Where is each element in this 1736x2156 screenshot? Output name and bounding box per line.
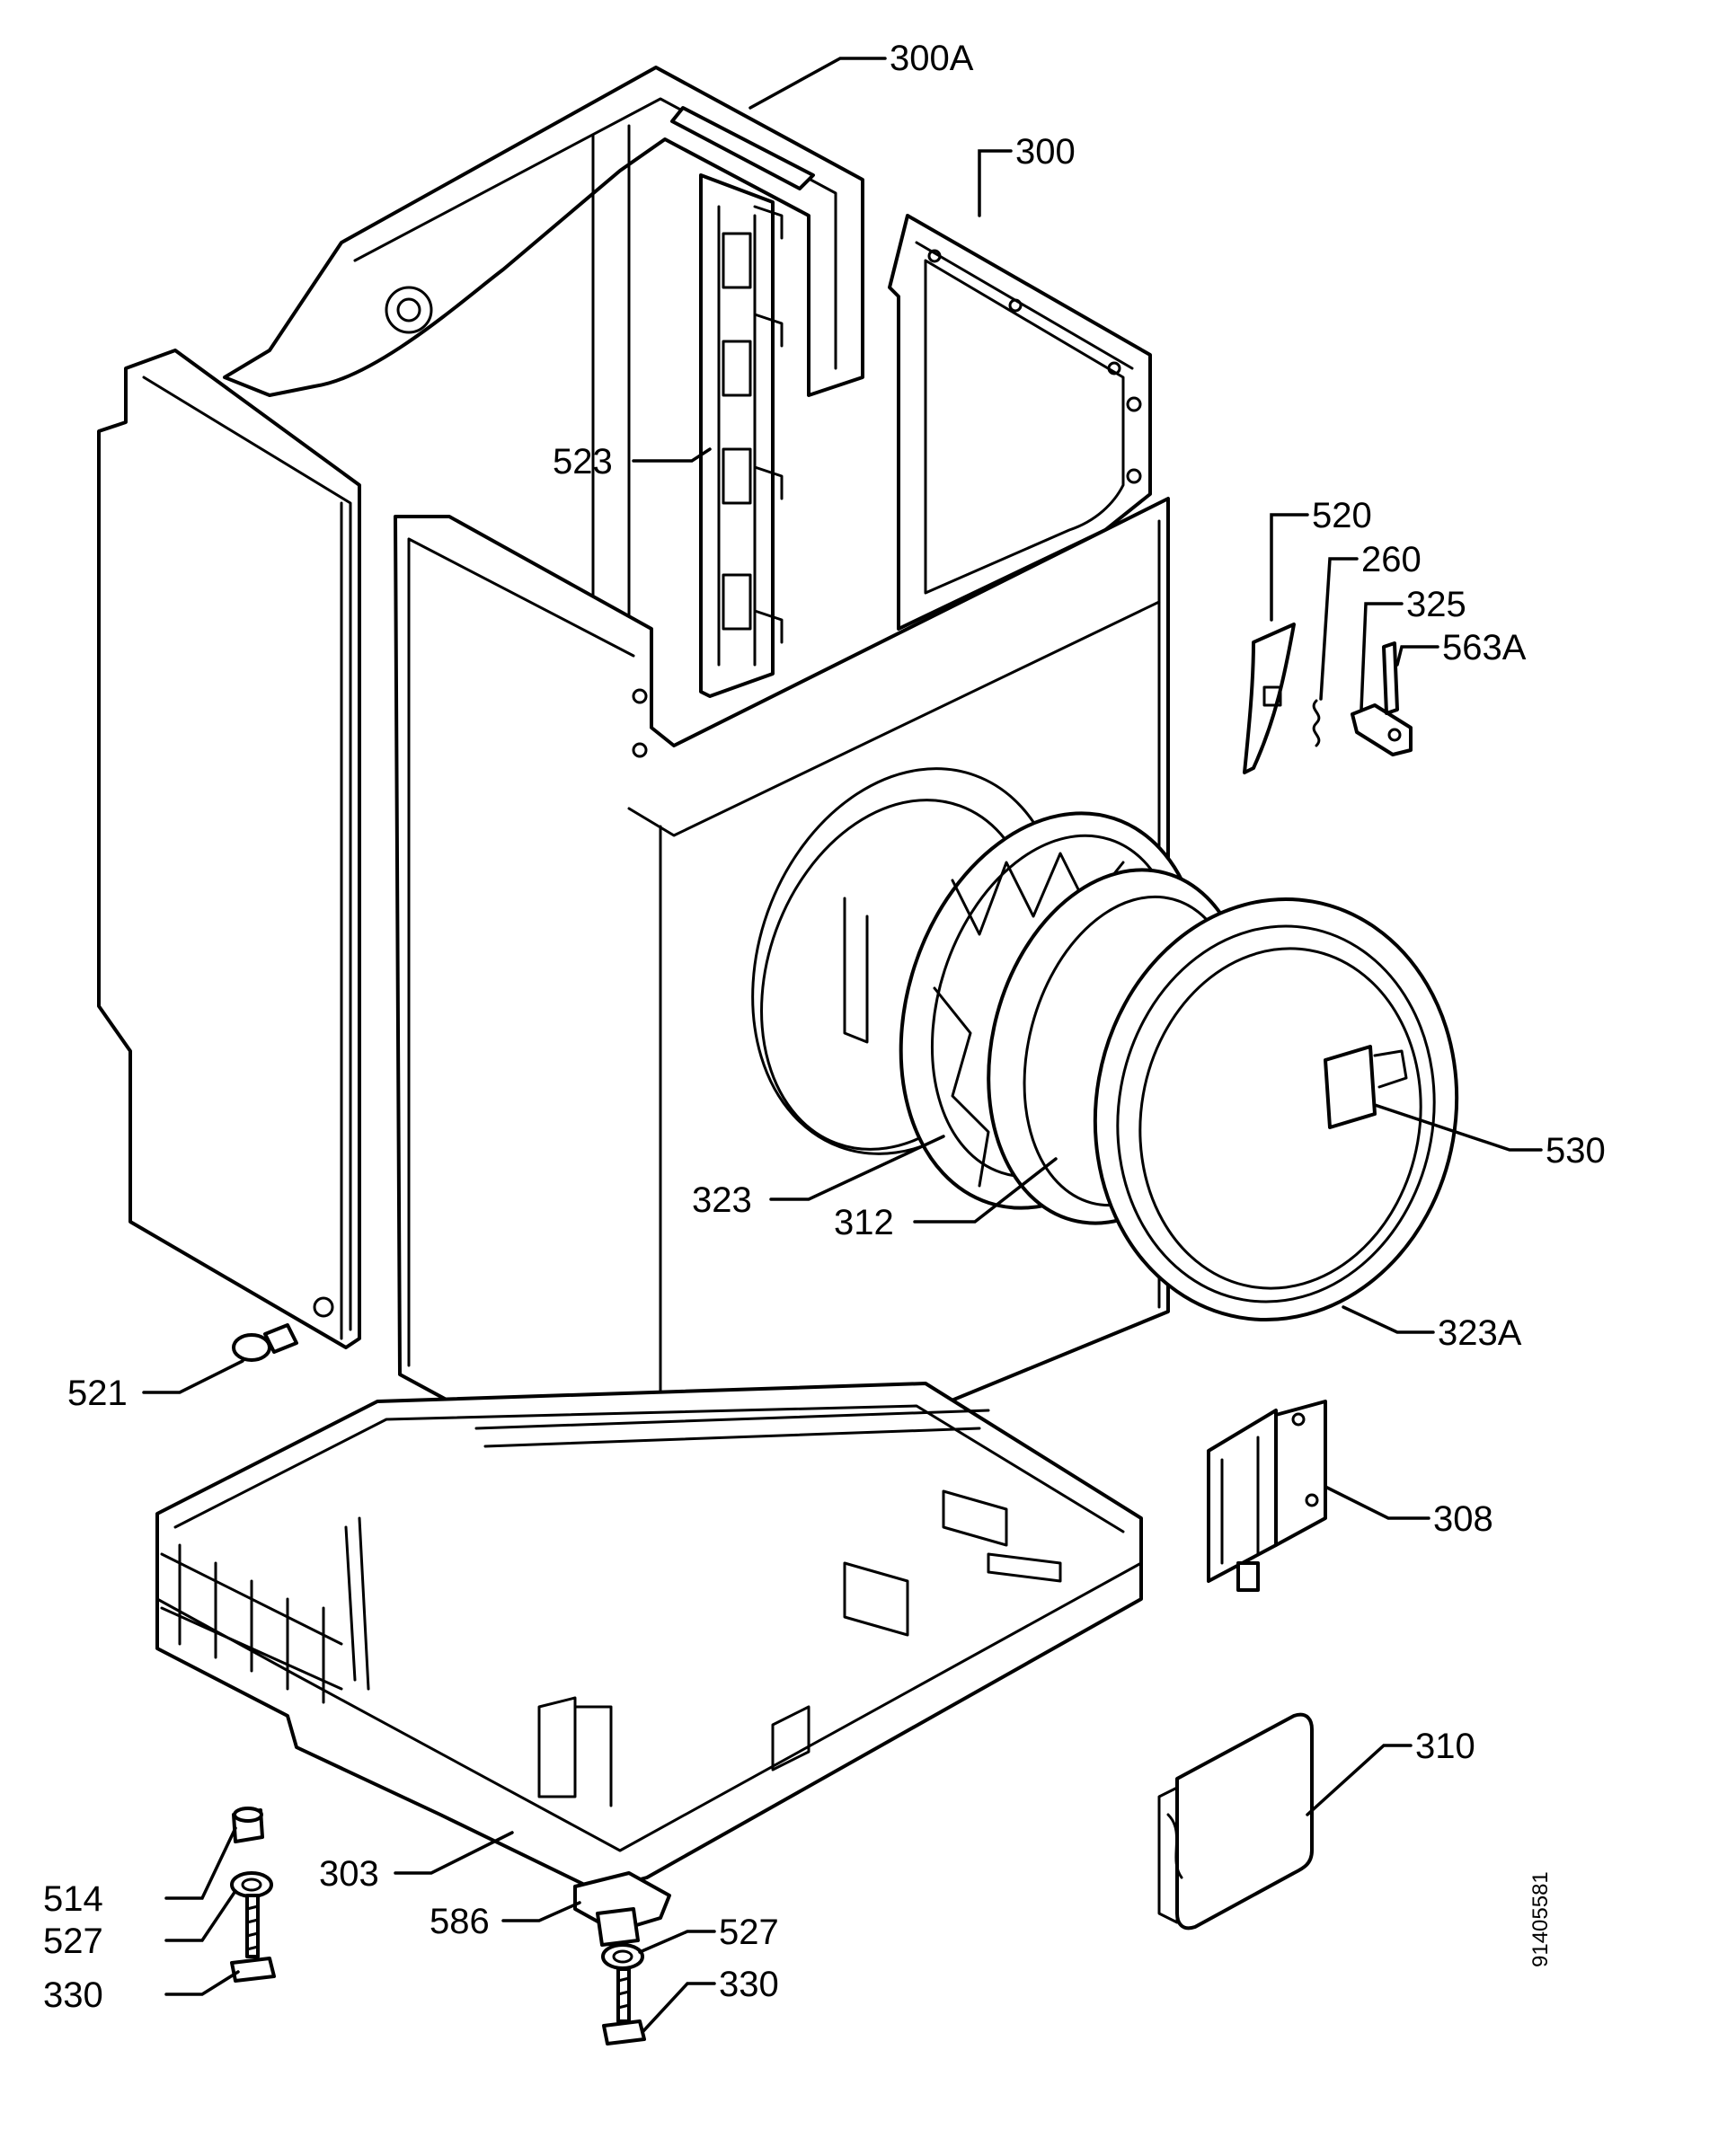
callout-330-left: 330 (43, 1975, 103, 2015)
leader-310 (1306, 1744, 1413, 1816)
callout-labels: 300A 300 523 520 260 325 563A 530 323 31… (43, 39, 1606, 2015)
callout-300: 300 (1015, 132, 1076, 172)
callout-323A: 323A (1438, 1313, 1522, 1353)
leader-330a (164, 1970, 240, 1996)
callout-527-left: 527 (43, 1922, 103, 1961)
leader-530 (1373, 1103, 1543, 1152)
callout-521: 521 (67, 1374, 128, 1413)
callout-260: 260 (1361, 540, 1422, 579)
callout-530: 530 (1546, 1131, 1606, 1171)
callout-310: 310 (1415, 1727, 1475, 1766)
leader-lines (142, 57, 1543, 2034)
rail-523 (699, 173, 784, 698)
foot-586 (573, 1871, 671, 1947)
latch-520 (1243, 623, 1296, 774)
leader-303 (394, 1831, 514, 1875)
leader-260 (1319, 557, 1359, 701)
callout-514: 514 (43, 1879, 103, 1919)
document-code: 91405581 (1528, 1871, 1553, 1967)
callout-308: 308 (1433, 1499, 1493, 1539)
leader-523 (632, 447, 712, 463)
leader-312 (913, 1157, 1058, 1224)
leader-300 (978, 149, 1013, 217)
leader-514 (164, 1826, 237, 1900)
leader-563A (1395, 645, 1439, 667)
leader-586 (501, 1901, 581, 1922)
callout-325: 325 (1406, 585, 1466, 624)
callout-300A: 300A (890, 39, 974, 78)
leader-323A (1342, 1305, 1435, 1334)
pin-563A (1382, 641, 1399, 715)
foot-left (230, 1807, 276, 1983)
left-side-panel (97, 349, 361, 1349)
screw-521 (232, 1323, 298, 1362)
callout-523: 523 (553, 442, 613, 482)
leader-521 (142, 1359, 244, 1394)
callout-586: 586 (430, 1902, 490, 1941)
leader-323 (769, 1135, 945, 1201)
leader-300A (748, 57, 887, 110)
hinge-308 (1207, 1400, 1327, 1592)
leader-330b (641, 1982, 716, 2034)
foot-right (601, 1943, 646, 2046)
leader-308 (1324, 1485, 1430, 1520)
callout-520: 520 (1312, 496, 1372, 535)
callout-563A: 563A (1442, 628, 1527, 667)
callout-323: 323 (692, 1180, 752, 1220)
leader-520 (1270, 513, 1309, 622)
door-323A (1093, 897, 1459, 1322)
callout-527-right: 527 (719, 1913, 779, 1952)
leader-527b (638, 1930, 716, 1954)
spring-260 (1312, 699, 1321, 747)
base-frame-303 (155, 1382, 1143, 1893)
right-frame-300 (888, 214, 1152, 631)
callout-303: 303 (319, 1854, 379, 1894)
rear-frame-300A (223, 66, 864, 819)
lever-325 (1351, 703, 1413, 756)
leader-527a (164, 1889, 237, 1942)
callout-312: 312 (834, 1203, 894, 1242)
callout-330-right: 330 (719, 1965, 779, 2004)
cover-310 (1157, 1712, 1314, 1931)
leader-325 (1360, 602, 1404, 711)
